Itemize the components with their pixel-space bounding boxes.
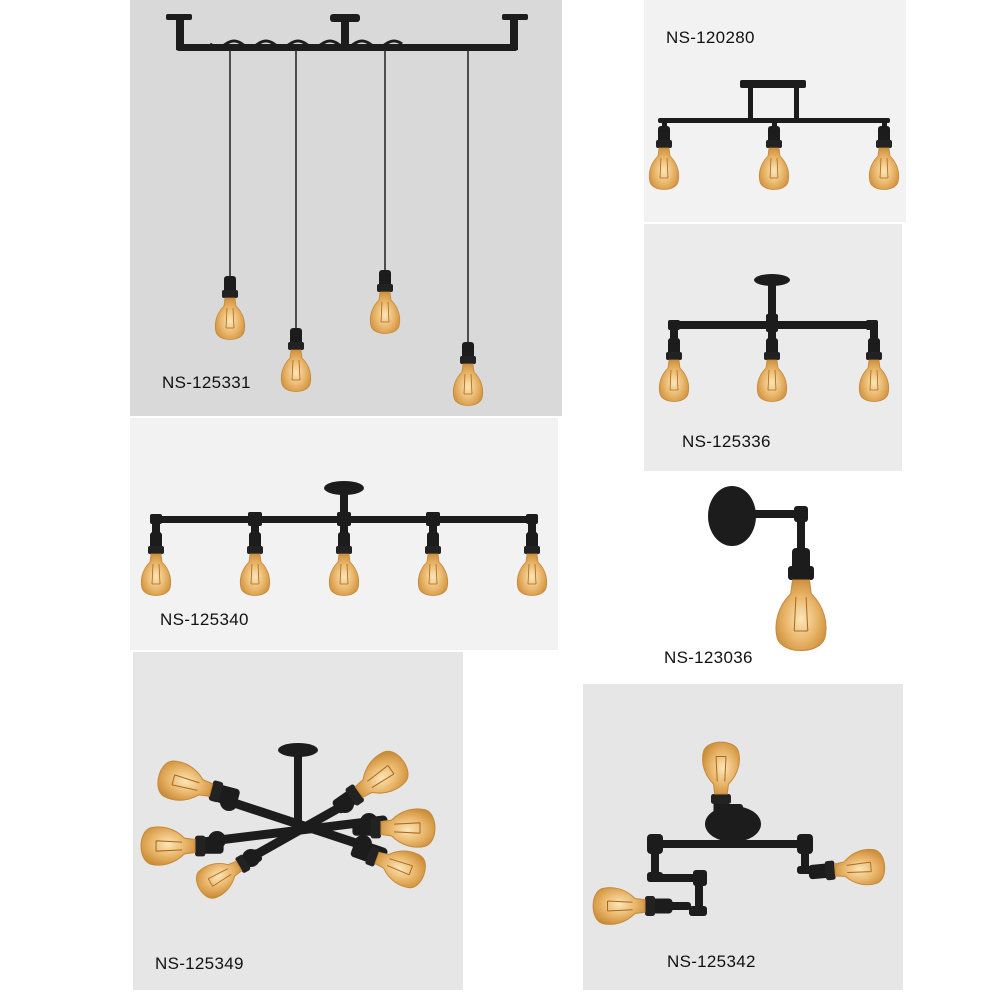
pipe-ceiling-3-light-offset-image	[592, 741, 887, 925]
product-tile-ns-125342: NS-125342	[583, 684, 903, 990]
product-tile-ns-125340: NS-125340	[130, 418, 558, 650]
product-code: NS-125336	[682, 432, 771, 451]
product-tile-ns-125331: NS-125331	[130, 0, 562, 416]
product-code: NS-125331	[162, 373, 251, 392]
pipe-wall-sconce-image	[708, 486, 827, 651]
product-tile-ns-120280: NS-120280	[644, 0, 906, 222]
pipe-spider-6-light-image	[140, 743, 436, 904]
ceiling-bar-3-light-image	[648, 80, 900, 190]
product-tile-ns-125336: NS-125336	[644, 224, 902, 471]
product-code: NS-120280	[666, 28, 755, 47]
pipe-ceiling-5-light-image	[140, 481, 548, 596]
product-tile-ns-125349: NS-125349	[133, 652, 463, 990]
product-code: NS-125340	[160, 610, 249, 629]
product-code: NS-125342	[667, 952, 756, 971]
pipe-ceiling-3-light-image	[658, 274, 890, 402]
product-code: NS-123036	[664, 648, 753, 667]
pendant-bar-4-light-image	[166, 14, 528, 406]
product-tile-ns-123036: NS-123036	[644, 474, 906, 680]
product-code: NS-125349	[155, 954, 244, 973]
